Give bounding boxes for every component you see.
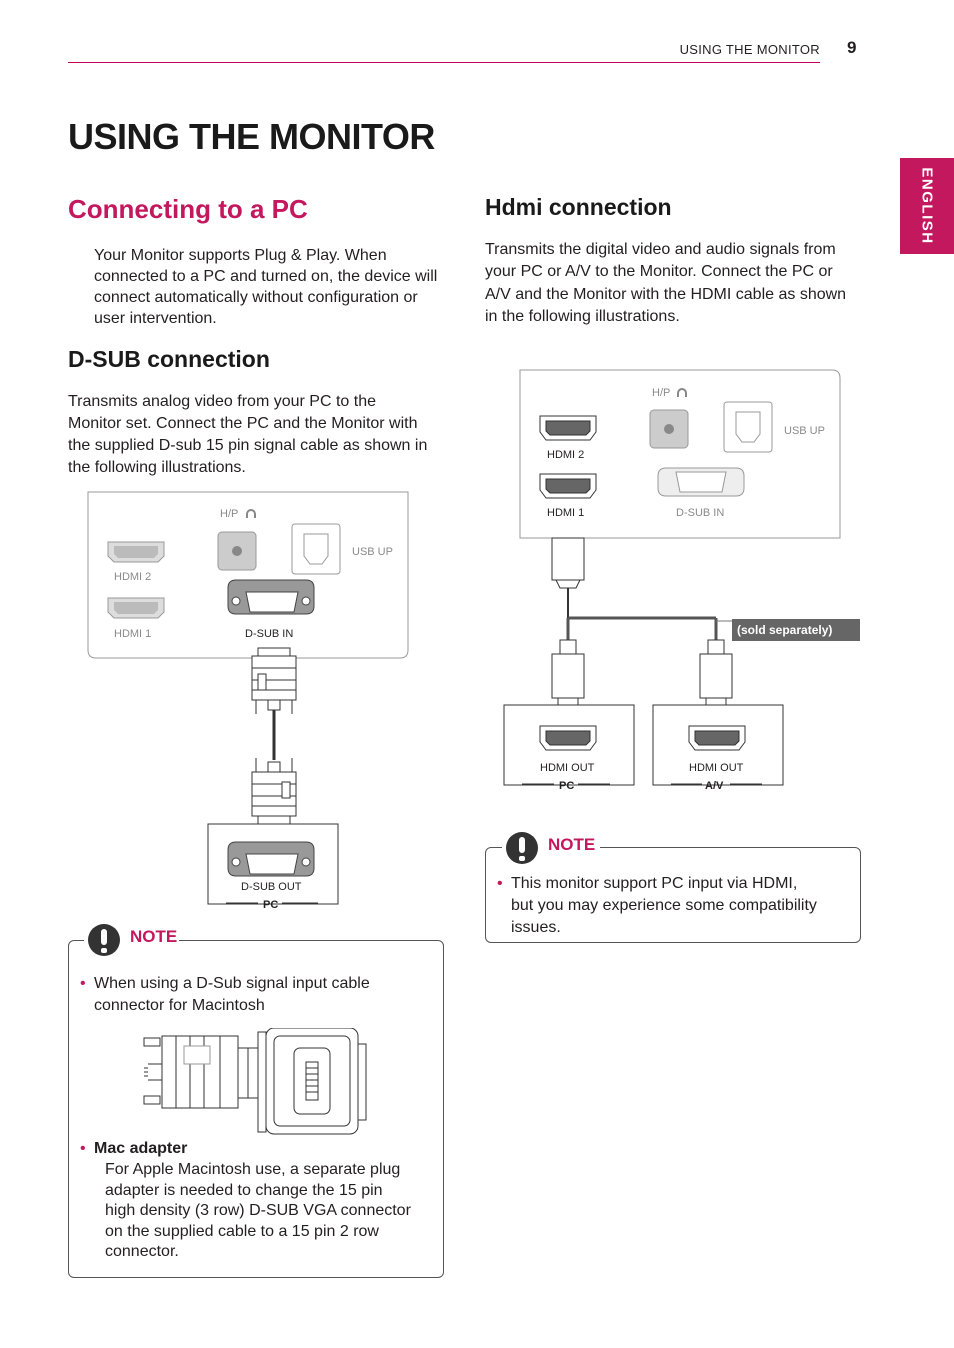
usb-up-port: [723, 401, 773, 453]
text-line: but you may experience some compatibilit…: [511, 897, 817, 914]
hdmi-plug-av: [699, 653, 733, 699]
pc-label: PC: [559, 780, 574, 792]
bullet-dot: •: [80, 975, 86, 992]
text-line: the following illustrations.: [68, 459, 246, 476]
hdmi-description: Transmits the digital video and audio si…: [485, 239, 875, 328]
text-line: on the supplied cable to a 15 pin 2 row: [105, 1222, 379, 1240]
text-line: in the following illustrations.: [485, 307, 680, 325]
dsub-out-label: D-SUB OUT: [241, 881, 302, 893]
av-label: A/V: [705, 780, 724, 792]
hdmi2-label: HDMI 2: [547, 449, 584, 461]
text-line: This monitor support PC input via HDMI,: [511, 875, 798, 892]
text-line: Your Monitor supports Plug & Play. When: [94, 247, 387, 264]
text-line: When using a D-Sub signal input cable: [94, 975, 370, 992]
note-bullet-mac-adapter: • Mac adapter: [80, 1138, 430, 1160]
headphone-jack-hole: [232, 546, 242, 556]
text-line: your PC or A/V to the Monitor. Connect t…: [485, 263, 833, 281]
text-line: A/V and the Monitor with the HDMI cable …: [485, 285, 847, 303]
hp-label: H/P: [652, 387, 670, 399]
text-line: high density (3 row) D-SUB VGA connector: [105, 1202, 411, 1219]
text-line: connector.: [105, 1243, 179, 1260]
text-line: connected to a PC and turned on, the dev…: [94, 268, 438, 285]
av-hdmi-out-label: HDMI OUT: [689, 762, 744, 774]
hp-label: H/P: [220, 508, 238, 520]
connecting-intro: Your Monitor supports Plug & Play. When …: [94, 245, 454, 329]
hdmi-note-content: • This monitor support PC input via HDMI…: [497, 873, 847, 939]
text-line: the supplied D-sub 15 pin signal cable a…: [68, 437, 428, 454]
hdmi-note-box: [485, 847, 861, 943]
mac-adapter-title: Mac adapter: [94, 1140, 188, 1157]
sold-separately-label: (sold separately): [737, 623, 832, 637]
bullet-dot: •: [80, 1140, 86, 1157]
language-tab-label: ENGLISH: [918, 167, 936, 245]
dsub-heading: D-SUB connection: [68, 346, 270, 372]
pc-hdmi-out-label: HDMI OUT: [540, 762, 595, 774]
dsub-note-box: [68, 940, 444, 1278]
dsub-in-label: D-SUB IN: [245, 628, 293, 640]
dsub-plug-bottom-cap: [257, 815, 291, 825]
exclamation-icon: [506, 832, 538, 864]
text-line: Monitor set. Connect the PC and the Moni…: [68, 415, 418, 432]
text-line: issues.: [511, 919, 561, 936]
header-section-title: USING THE MONITOR: [679, 42, 820, 57]
exclamation-icon: [88, 924, 120, 956]
sold-separately-badge: [732, 619, 860, 641]
hdmi2-port-inner: [114, 546, 158, 558]
headphone-icon: [246, 509, 256, 518]
headphone-icon: [677, 388, 687, 397]
text-line: connector for Macintosh: [94, 997, 265, 1014]
hdmi-heading: Hdmi connection: [485, 194, 672, 220]
mac-adapter-illustration: [143, 1028, 367, 1135]
hdmi-connection-diagram: H/P USB UP HDMI 2 HDMI 1 D-SUB IN (sold …: [503, 369, 860, 792]
dsub-in-port-inner: [245, 591, 299, 613]
text-line: user intervention.: [94, 310, 217, 327]
note-label: NOTE: [546, 835, 598, 855]
mac-adapter-text: For Apple Macintosh use, a separate plug…: [80, 1160, 430, 1263]
usb-up-port: [291, 523, 341, 575]
page-title: USING THE MONITOR: [68, 116, 435, 157]
dsub-note-content: • When using a D-Sub signal input cable …: [80, 973, 430, 1017]
usb-up-label: USB UP: [784, 425, 825, 437]
pc-label: PC: [263, 899, 278, 910]
text-line: connect automatically without configurat…: [94, 289, 418, 306]
note-bullet-hdmi: • This monitor support PC input via HDMI…: [497, 873, 847, 939]
hdmi-plug-monitor: [551, 537, 585, 581]
av-box: [652, 704, 784, 786]
dsub-plug-top-cap: [257, 647, 291, 657]
header-rule: [68, 62, 820, 63]
text-line: Transmits analog video from your PC to t…: [68, 393, 376, 410]
usb-port-shape: [303, 533, 329, 565]
dsub-in-label: D-SUB IN: [676, 507, 724, 519]
dsub-connection-diagram: H/P USB UP HDMI 2 HDMI 1 D-SUB IN D-SUB …: [87, 491, 409, 910]
text-line: adapter is needed to change the 15 pin: [105, 1181, 383, 1199]
language-tab: ENGLISH: [900, 158, 954, 254]
dsub-note-content-2: • Mac adapter For Apple Macintosh use, a…: [80, 1138, 430, 1263]
hdmi1-label: HDMI 1: [114, 628, 151, 640]
page-number: 9: [847, 38, 857, 57]
usb-up-label: USB UP: [352, 546, 393, 558]
hdmi-plug-pc: [551, 653, 585, 699]
dsub-description: Transmits analog video from your PC to t…: [68, 391, 448, 479]
hdmi1-label: HDMI 1: [547, 507, 584, 519]
text-line: Transmits the digital video and audio si…: [485, 241, 836, 258]
note-label: NOTE: [128, 927, 180, 947]
connecting-heading: Connecting to a PC: [68, 194, 308, 224]
hdmi2-label: HDMI 2: [114, 571, 151, 583]
text-line: For Apple Macintosh use, a separate plug: [105, 1161, 401, 1178]
note-bullet-macintosh: • When using a D-Sub signal input cable …: [80, 973, 430, 1017]
bullet-dot: •: [497, 875, 503, 892]
hdmi1-port-inner: [114, 602, 158, 614]
